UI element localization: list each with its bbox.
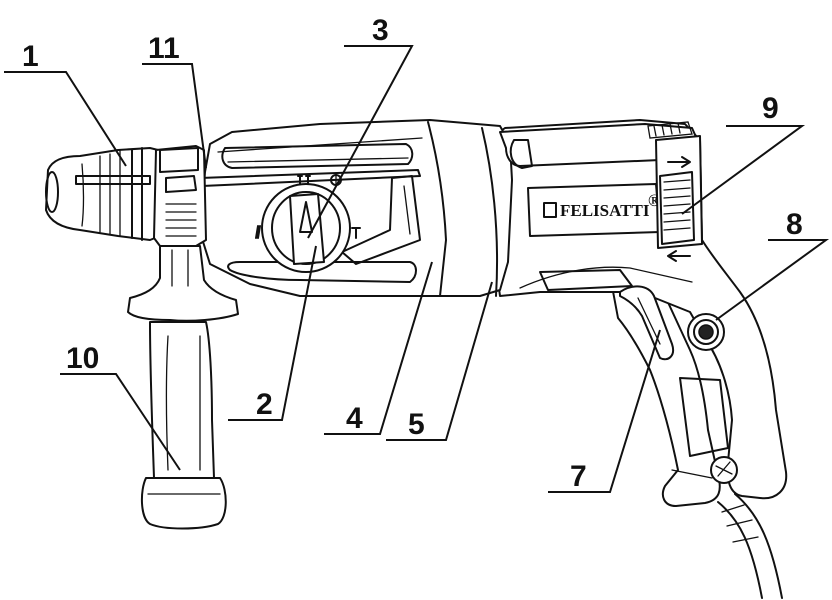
rear-handle [611,274,729,507]
mode-selector [255,173,421,273]
callout-2: 2 [256,388,273,421]
cable-clip [710,456,738,484]
logo-mark-icon [543,202,557,218]
callout-3: 3 [372,14,389,47]
hammer-mode-icon [297,175,311,185]
callout-10: 10 [66,342,99,375]
callout-7: 7 [570,460,587,493]
brand-plate: FELISATTI ® [527,183,661,237]
power-cable [717,493,783,599]
drill-mode-icon [255,225,261,239]
gear-housing [199,119,513,297]
callout-5: 5 [408,408,425,441]
direction-arrow-icon [667,156,691,168]
direction-switch [647,121,703,262]
trigger [619,285,674,361]
brand-name: FELISATTI [560,201,650,220]
callout-1: 1 [22,40,39,73]
lock-button [687,313,725,351]
callout-9: 9 [762,92,779,125]
direction-arrow-icon [667,250,691,262]
mode-selector-icon [299,201,313,233]
callout-4: 4 [346,402,363,435]
callout-11: 11 [148,32,180,65]
callout-8: 8 [786,208,803,241]
chisel-mode-icon [351,227,361,239]
callout-leaders [4,45,830,493]
side-handle [127,145,239,530]
chuck [45,147,161,241]
callout-labels: 1 2 3 4 5 7 8 9 10 11 [22,14,803,493]
